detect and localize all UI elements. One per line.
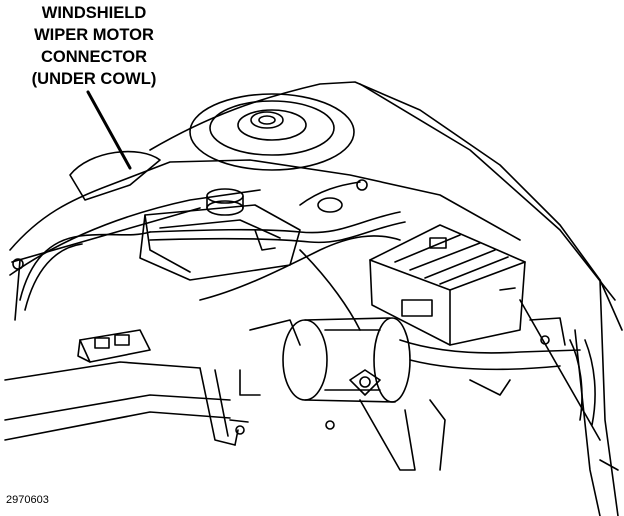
strut-tower [189,93,355,171]
callout-line: WIPER MOTOR [34,26,154,44]
brake-reservoir [139,188,301,281]
right-side-components [235,317,619,471]
wiring-harness [12,179,581,371]
callout-line: CONNECTOR [40,48,148,66]
brake-booster [282,317,411,403]
hood-outline [149,81,623,516]
battery [369,224,526,346]
relay-connector [77,329,151,363]
callout-leader-line [86,90,132,170]
callout-line: (UNDER COWL) [31,70,157,88]
callout-label: WINDSHIELD WIPER MOTOR CONNECTOR (UNDER … [4,2,184,90]
callout-line: WINDSHIELD [41,4,147,22]
figure-number: 2970603 [6,494,49,506]
frame-rails [4,299,601,471]
